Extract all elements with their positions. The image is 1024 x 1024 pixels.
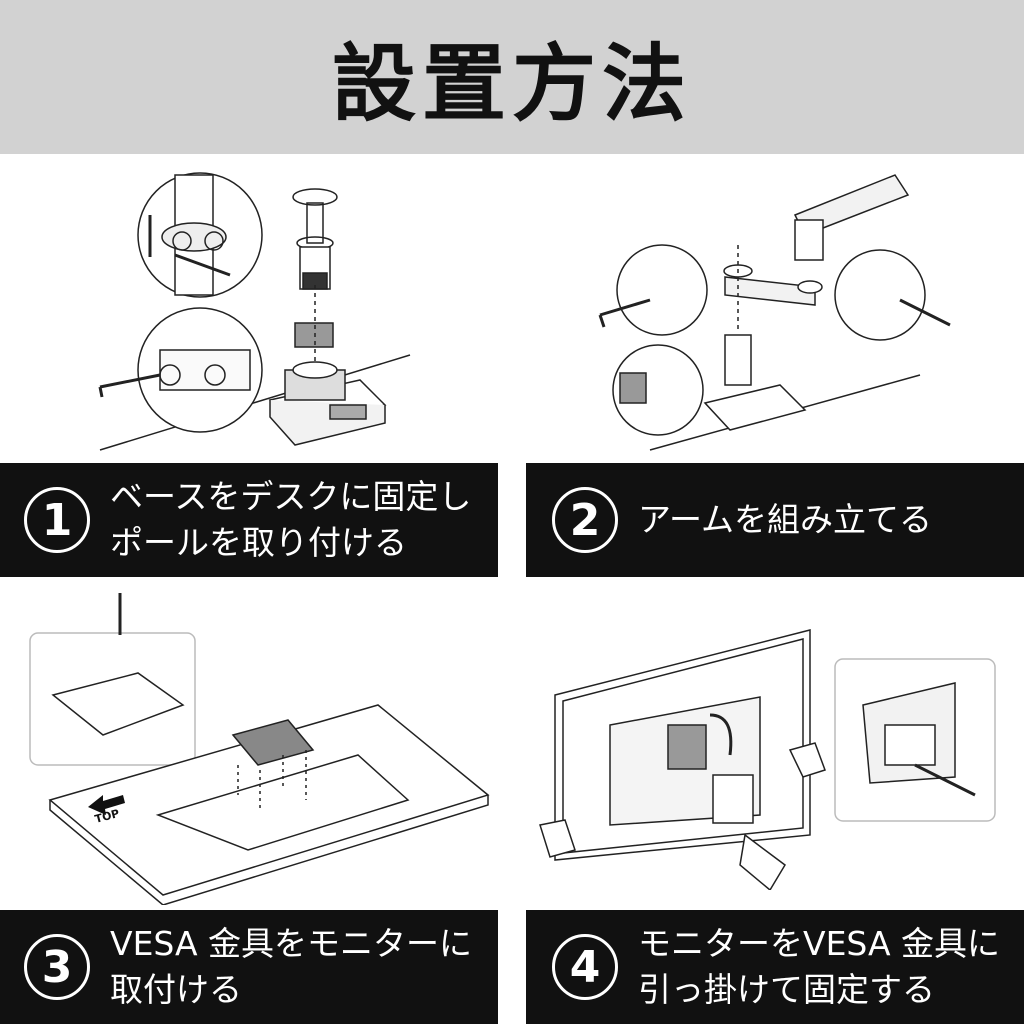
- step-1-box: 1 ベースをデスクに固定し ポールを取り付ける: [0, 463, 498, 577]
- step2-illustration: [590, 165, 960, 455]
- step-1-number: 1: [24, 487, 90, 553]
- page-title: 設置方法: [331, 34, 692, 133]
- step-2-box: 2 アームを組み立てる: [526, 463, 1024, 577]
- step-4-number: 4: [552, 934, 618, 1000]
- step-2-text: アームを組み立てる: [638, 497, 932, 543]
- step3-top-label: TOP: [93, 807, 120, 826]
- step-4-box: 4 モニターをVESA 金具に 引っ掛けて固定する: [526, 910, 1024, 1024]
- step-1-line-1: ベースをデスクに固定し: [110, 477, 472, 516]
- step-3-number: 3: [24, 934, 90, 1000]
- step-4-line-1: モニターをVESA 金具に: [638, 924, 1001, 963]
- step-1-text: ベースをデスクに固定し ポールを取り付ける: [110, 474, 471, 566]
- step4-illustration: [535, 625, 1000, 890]
- step-3-box: 3 VESA 金具をモニターに 取付ける: [0, 910, 498, 1024]
- step-3-line-2: 取付ける: [110, 970, 242, 1009]
- step-3-line-1: VESA 金具をモニターに: [110, 924, 473, 963]
- step3-illustration: TOP: [28, 585, 493, 905]
- step-4-text: モニターをVESA 金具に 引っ掛けて固定する: [638, 921, 1000, 1013]
- step-1-line-2: ポールを取り付ける: [110, 523, 407, 562]
- step-4-line-2: 引っ掛けて固定する: [638, 970, 935, 1009]
- step1-illustration: [90, 165, 430, 455]
- step-2-number: 2: [552, 487, 618, 553]
- step-3-text: VESA 金具をモニターに 取付ける: [110, 921, 472, 1013]
- step-2-line-1: アームを組み立てる: [638, 500, 933, 539]
- header-banner: 設置方法: [0, 0, 1024, 154]
